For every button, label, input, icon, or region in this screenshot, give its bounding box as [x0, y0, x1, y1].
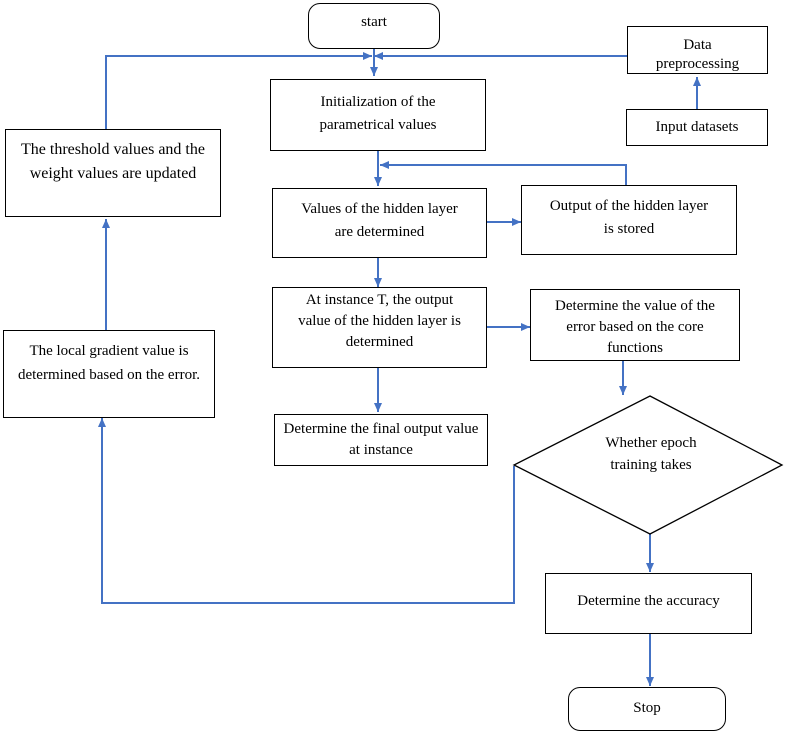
input-datasets-node: Input datasets	[626, 109, 768, 146]
start-node: start	[308, 3, 440, 49]
threshold-update-node: The threshold values and the weight valu…	[5, 129, 221, 217]
local-gradient-label: The local gradient value is determined b…	[17, 343, 200, 383]
accuracy-node: Determine the accuracy	[545, 573, 752, 634]
decision-label: Whether epoch training takes	[605, 435, 697, 473]
hidden-stored-label: Output of the hidden layer is stored	[549, 198, 709, 237]
stop-node: Stop	[568, 687, 726, 731]
decision-diamond	[512, 395, 784, 535]
instance-t-label: At instance T, the output value of the h…	[298, 292, 461, 350]
error-value-node: Determine the value of the error based o…	[530, 289, 740, 361]
instance-t-node: At instance T, the output value of the h…	[272, 287, 487, 368]
hidden-stored-node: Output of the hidden layer is stored	[521, 185, 737, 255]
threshold-update-label: The threshold values and the weight valu…	[21, 141, 205, 182]
final-output-node: Determine the final output value at inst…	[274, 414, 488, 466]
hidden-values-label: Values of the hidden layer are determine…	[301, 201, 458, 240]
input-datasets-label: Input datasets	[655, 119, 739, 135]
hidden-values-node: Values of the hidden layer are determine…	[272, 188, 487, 258]
final-output-label: Determine the final output value at inst…	[283, 421, 479, 458]
start-label: start	[361, 14, 387, 30]
accuracy-label: Determine the accuracy	[577, 593, 720, 609]
local-gradient-node: The local gradient value is determined b…	[3, 330, 215, 418]
arrow-decision-to-gradient	[98, 418, 515, 604]
error-value-label: Determine the value of the error based o…	[555, 298, 715, 356]
arrow-stored-loopback	[380, 161, 627, 185]
initialization-label: Initialization of the parametrical value…	[319, 94, 437, 133]
arrow-threshold-to-init	[105, 52, 372, 129]
initialization-node: Initialization of the parametrical value…	[270, 79, 486, 151]
stop-label: Stop	[633, 700, 661, 716]
data-preprocessing-label: Data preprocessing	[655, 37, 740, 72]
data-preprocessing-node: Data preprocessing	[627, 26, 768, 74]
